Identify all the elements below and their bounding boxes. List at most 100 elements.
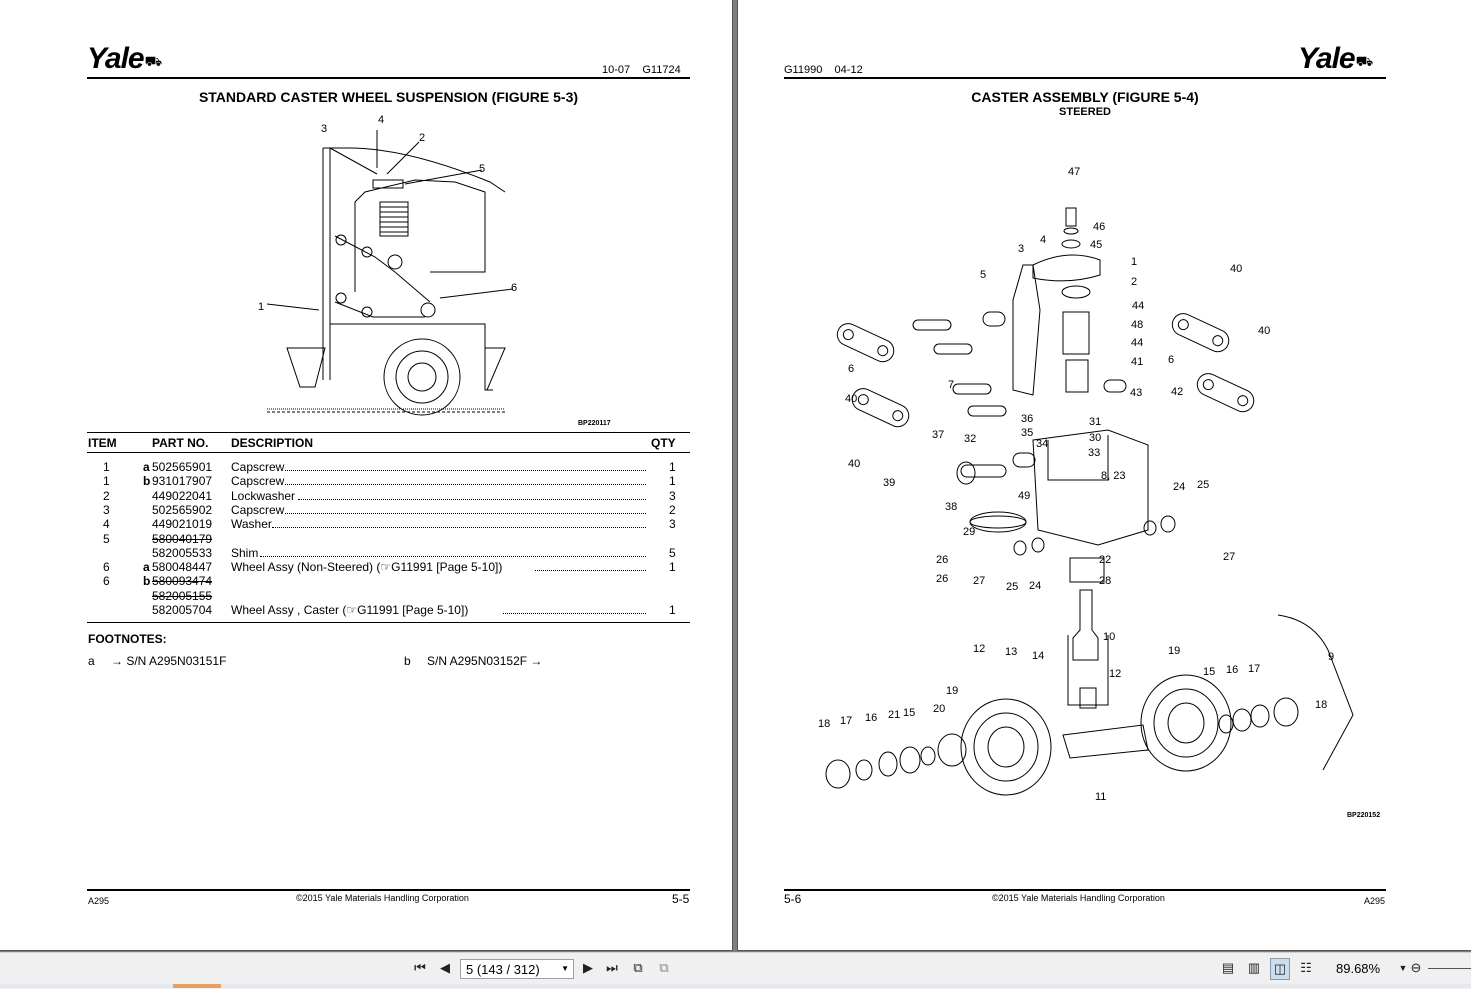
callout-2: 2 xyxy=(419,132,425,144)
header-code: G11990 04-12 xyxy=(784,64,863,76)
col-description: DESCRIPTION xyxy=(231,436,314,450)
header-rule xyxy=(784,77,1386,79)
continuous-facing-icon[interactable]: ☷ xyxy=(1300,960,1312,975)
row-leader xyxy=(272,517,646,529)
single-page-icon[interactable]: ▤ xyxy=(1221,960,1235,975)
zoom-out-icon[interactable]: ⊖ xyxy=(1410,960,1422,975)
first-page-icon[interactable]: ⏮ xyxy=(414,960,426,975)
row-item: 3 xyxy=(103,502,110,517)
left-page: Yale⛟ 10-07 G11724 STANDARD CASTER WHEEL… xyxy=(0,0,732,950)
row-description: Lockwasher xyxy=(231,488,296,503)
previous-view-icon[interactable]: ⧉ xyxy=(633,960,643,975)
continuous-page-icon[interactable]: ▥ xyxy=(1247,960,1261,975)
table-header-rule xyxy=(87,452,690,453)
callout-label: 35 xyxy=(1021,427,1033,439)
callout-label: 17 xyxy=(1248,663,1260,675)
callout-label: 1 xyxy=(1131,256,1137,268)
chevron-down-icon: ▼ xyxy=(561,964,569,973)
callout-6: 6 xyxy=(511,282,517,294)
callout-label: 6 xyxy=(1168,354,1174,366)
zoom-slider[interactable] xyxy=(1428,968,1471,969)
callout-label: 27 xyxy=(973,575,985,587)
callout-label: 7 xyxy=(948,379,954,391)
footer-copyright: ©2015 Yale Materials Handling Corporatio… xyxy=(296,893,469,903)
last-page-icon[interactable]: ⏭ xyxy=(606,960,618,975)
row-qty: 1 xyxy=(669,474,676,489)
row-part-no: 931017907 xyxy=(152,474,213,489)
row-part-no: 582005704 xyxy=(152,603,213,617)
row-part-no: 580093474 xyxy=(152,574,213,589)
footnotes-title: FOOTNOTES: xyxy=(88,632,167,646)
callout-label: 12 xyxy=(1109,668,1121,680)
callout-label: 13 xyxy=(1005,646,1017,658)
row-item: 6 xyxy=(103,574,110,589)
row-qty: 1 xyxy=(669,460,676,474)
callout-label: 18 xyxy=(818,718,830,730)
figure-code: BP220117 xyxy=(578,420,611,427)
row-description: Wheel Assy (Non-Steered) (☞G11991 [Page … xyxy=(231,560,503,575)
callout-label: 39 xyxy=(883,477,895,489)
yale-logo: Yale⛟ xyxy=(1298,42,1374,75)
callout-label: 3 xyxy=(1018,243,1024,255)
row-footnote-key: a xyxy=(143,460,150,474)
callout-label: 2 xyxy=(1131,276,1137,288)
row-item: 1 xyxy=(103,460,110,474)
row-description: Washer xyxy=(231,517,272,532)
callout-label: 15 xyxy=(1203,666,1215,678)
callout-label: 8, 23 xyxy=(1101,470,1125,482)
viewer-toolbar xyxy=(0,952,1471,989)
facing-pages-icon[interactable]: ◫ xyxy=(1270,958,1290,980)
zoom-level[interactable]: 89.68% xyxy=(1336,961,1381,976)
callout-label: 17 xyxy=(840,715,852,727)
zoom-dropdown-icon[interactable]: ▼ xyxy=(1398,963,1408,973)
callout-label: 36 xyxy=(1021,413,1033,425)
callout-label: 22 xyxy=(1099,554,1111,566)
callout-label: 40 xyxy=(1258,325,1270,337)
row-leader xyxy=(534,560,646,572)
callout-label: 40 xyxy=(1230,263,1242,275)
col-item: ITEM xyxy=(88,436,117,450)
callout-label: 47 xyxy=(1068,166,1080,178)
row-item: 5 xyxy=(103,531,110,546)
callout-label: 32 xyxy=(964,433,976,445)
row-part-no: 449021019 xyxy=(152,517,213,532)
row-leader xyxy=(285,460,646,471)
footer-rule xyxy=(87,889,690,891)
row-item: 6 xyxy=(103,560,110,575)
row-footnote-key: a xyxy=(143,560,150,575)
next-view-icon[interactable]: ⧉ xyxy=(659,960,669,975)
right-page: G11990 04-12 Yale⛟ CASTER ASSEMBLY (FIGU… xyxy=(738,0,1471,950)
callout-1: 1 xyxy=(258,301,264,313)
row-part-no: 580040179 xyxy=(152,531,213,546)
callout-label: 48 xyxy=(1131,319,1143,331)
forklift-icon: ⛟ xyxy=(144,53,163,69)
footnote-a-key: a xyxy=(88,654,95,668)
callout-label: 37 xyxy=(932,429,944,441)
previous-page-icon[interactable]: ◀ xyxy=(440,960,450,975)
row-description: Wheel Assy , Caster (☞G11991 [Page 5-10]… xyxy=(231,603,469,617)
callout-label: 26 xyxy=(936,554,948,566)
footer-rule xyxy=(784,889,1386,891)
callout-label: 42 xyxy=(1171,386,1183,398)
row-part-no: 582005533 xyxy=(152,545,213,560)
status-strip-marker xyxy=(173,984,221,988)
callout-label: 6 xyxy=(848,363,854,375)
callout-label: 12 xyxy=(973,643,985,655)
callout-label: 33 xyxy=(1088,447,1100,459)
row-item: 1 xyxy=(103,474,110,489)
footnote-b-text: S/N A295N03152F → xyxy=(427,654,543,668)
row-leader xyxy=(285,503,646,514)
callout-label: 5 xyxy=(980,269,986,281)
callout-label: 15 xyxy=(903,707,915,719)
page-number-select[interactable]: 5 (143 / 312)▼ xyxy=(460,959,574,979)
callout-label: 29 xyxy=(963,526,975,538)
callout-label: 49 xyxy=(1018,490,1030,502)
next-page-icon[interactable]: ▶ xyxy=(583,960,593,975)
row-qty: 2 xyxy=(669,502,676,517)
row-leader xyxy=(502,603,646,614)
row-qty: 3 xyxy=(669,488,676,503)
page-title: STANDARD CASTER WHEEL SUSPENSION (FIGURE… xyxy=(198,89,579,105)
table-top-rule xyxy=(87,432,690,433)
forklift-icon: ⛟ xyxy=(1355,53,1374,69)
header-code: 10-07 G11724 xyxy=(602,64,681,76)
